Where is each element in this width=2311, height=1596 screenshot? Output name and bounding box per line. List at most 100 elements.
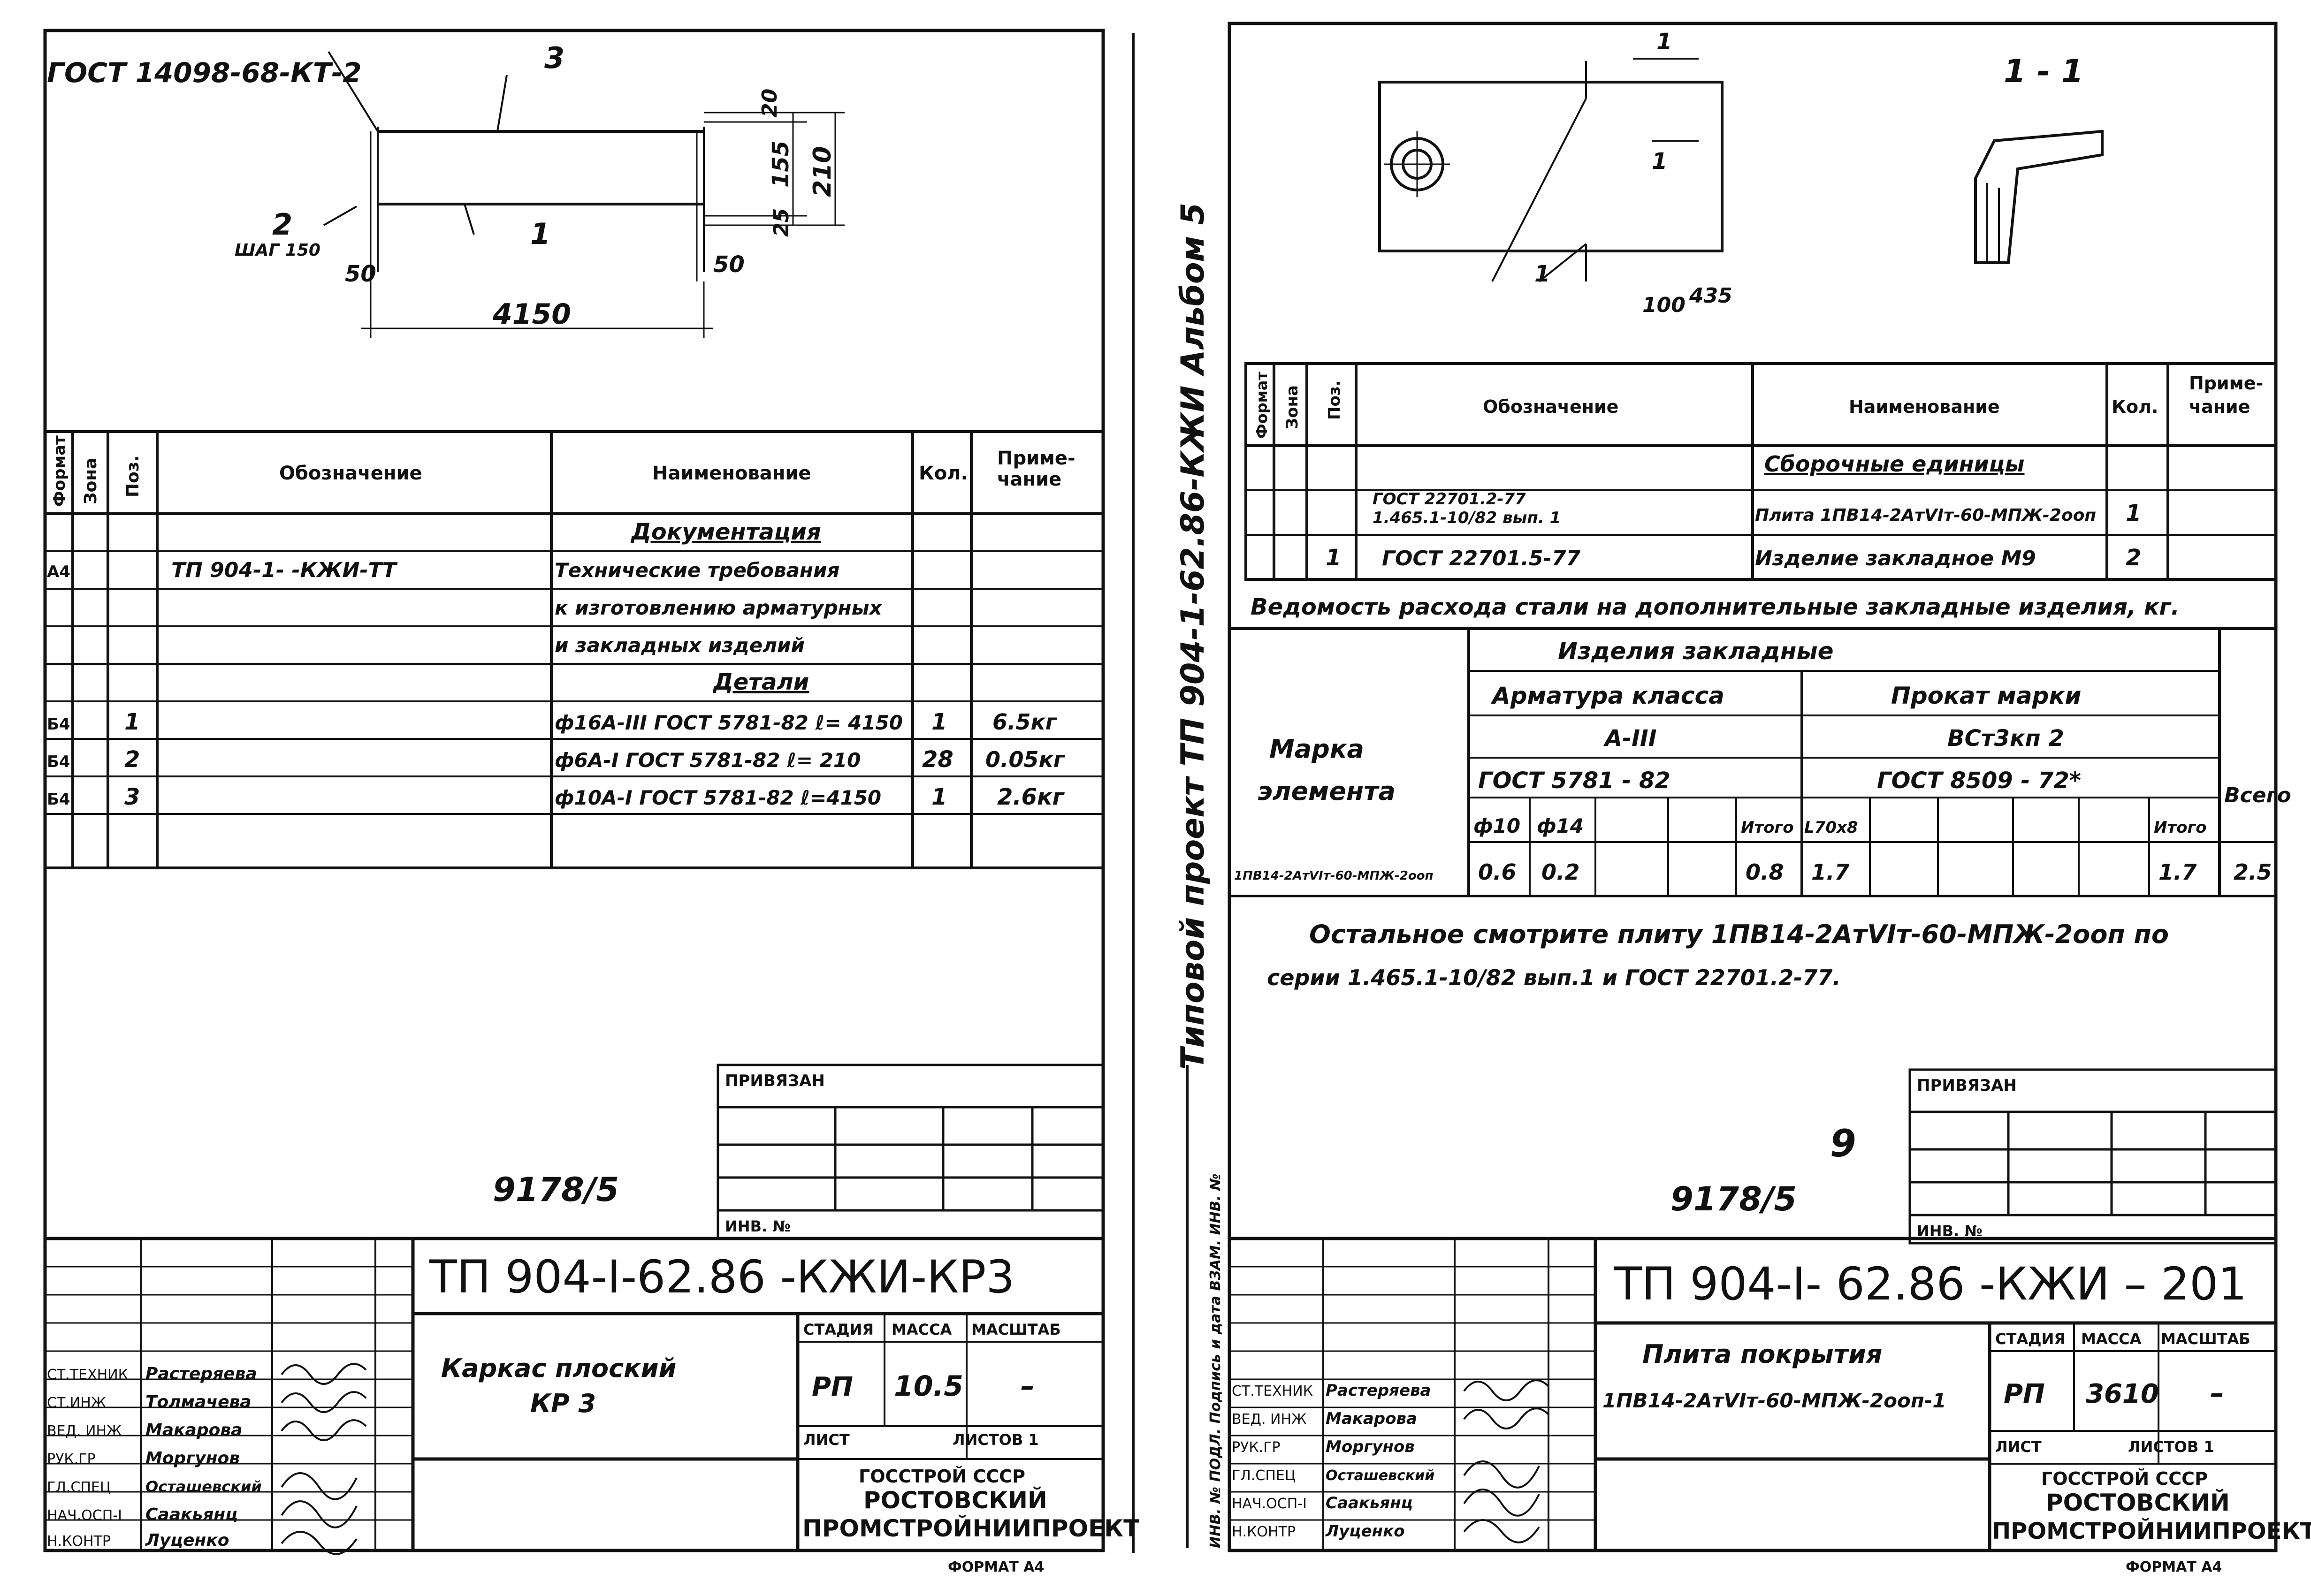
person-role: ГЛ.СПЕЦ — [1232, 1467, 1296, 1484]
right-h-note-1: Приме- — [2189, 373, 2263, 394]
person-role: РУК.ГР — [47, 1451, 96, 1467]
left-mass-h: МАССА — [892, 1321, 952, 1338]
table-cell: 0.05кг — [985, 747, 1066, 772]
table-cell: Технические требования — [555, 559, 839, 582]
right-h-pos: Поз. — [1325, 380, 1344, 420]
left-pos2: 2 — [272, 207, 292, 242]
table-cell: 28 — [922, 746, 953, 773]
table-cell: 2.6кг — [997, 784, 1065, 810]
table-cell: 1.465.1-10/82 вып. 1 — [1373, 509, 1561, 527]
steel-h-rolled: Прокат марки — [1891, 682, 2081, 709]
table-cell: к изготовлению арматурных — [555, 596, 883, 619]
left-name-2: КР 3 — [530, 1389, 596, 1418]
left-sheet-no: 9178/5 — [493, 1170, 619, 1209]
person-name: Макарова — [145, 1421, 242, 1440]
right-mark-1c: 1 — [1534, 261, 1550, 287]
right-privyazan: ПРИВЯЗАН — [1917, 1076, 2017, 1095]
steel-row-mark: 1ПВ14-2АтVIт-60-МПЖ-2ооп — [1234, 869, 1434, 883]
table-cell: ГОСТ 22701.2-77 — [1373, 490, 1526, 509]
right-stage-h: СТАДИЯ — [1995, 1330, 2066, 1348]
table-cell: А4 — [47, 562, 70, 581]
steel-v-total: 2.5 — [2234, 859, 2272, 885]
left-sheets-h: ЛИСТОВ 1 — [953, 1431, 1039, 1449]
left-stage: РП — [812, 1372, 853, 1402]
left-gost-ref: ГОСТ 14098-68-КТ-2 — [47, 57, 362, 89]
steel-v-l70: 1.7 — [1811, 859, 1850, 885]
left-inv: ИНВ. № — [725, 1217, 791, 1235]
left-h-qty: Кол. — [919, 463, 968, 484]
left-h-designation: Обозначение — [279, 463, 422, 484]
right-note-1: Остальное смотрите плиту 1ПВ14-2АтVIт-60… — [1309, 920, 2169, 949]
table-cell: Документация — [630, 519, 821, 545]
person-role: НАЧ.ОСП-I — [47, 1507, 122, 1524]
left-pos1: 1 — [530, 217, 550, 251]
person-role: НАЧ.ОСП-I — [1232, 1496, 1307, 1512]
right-h-zone: Зона — [1283, 385, 1302, 429]
right-people: СТ.ТЕХНИК Растеряева ВЕД. ИНЖ Макарова Р… — [1232, 1381, 1434, 1541]
left-h-pos: Поз. — [123, 456, 143, 497]
right-page-no: 9 — [1830, 1122, 1856, 1165]
right-format: ФОРМАТ А4 — [2126, 1559, 2222, 1575]
person-name: Луценко — [1325, 1522, 1405, 1541]
right-spec-rows: Сборочные единицы ГОСТ 22701.2-77 1.465.… — [1326, 451, 2141, 571]
spine-stamp: ИНВ. № ПОДЛ. Подпись и дата ВЗАМ. ИНВ. № — [1207, 1173, 1224, 1548]
steel-h-items: Изделия закладные — [1558, 638, 1834, 665]
steel-h-gost1: ГОСТ 5781 - 82 — [1478, 768, 1670, 794]
left-scale: – — [1021, 1370, 1035, 1403]
left-org2: РОСТОВСКИЙ — [863, 1486, 1047, 1514]
steel-h-f10: ф10 — [1473, 814, 1520, 837]
steel-h-total: Всего — [2224, 783, 2291, 807]
person-role: СТ.ИНЖ — [47, 1395, 106, 1411]
left-stage-h: СТАДИЯ — [803, 1321, 874, 1338]
table-cell: 1 — [124, 709, 140, 735]
right-dim-435: 435 — [1689, 284, 1732, 308]
left-h-note-1: Приме- — [997, 448, 1075, 469]
right-stage: РП — [2004, 1379, 2045, 1409]
person-name: Моргунов — [1326, 1437, 1415, 1456]
right-mass: 3610 — [2086, 1379, 2159, 1409]
spine-album: Типовой проект ТП 904-1-62.86-КЖИ Альбом… — [1175, 203, 1212, 1070]
person-role: СТ.ТЕХНИК — [47, 1367, 128, 1383]
left-dim-50b: 50 — [713, 251, 745, 278]
right-sheet-h: ЛИСТ — [1995, 1438, 2042, 1456]
left-pos2-step: ШАГ 150 — [235, 241, 320, 260]
left-dim-155: 155 — [768, 141, 794, 188]
table-cell: 1 — [1326, 545, 1341, 571]
table-cell: ф6А-I ГОСТ 5781-82 ℓ= 210 — [555, 749, 861, 772]
right-inv: ИНВ. № — [1917, 1222, 1983, 1240]
right-scale-h: МАСШТАБ — [2161, 1330, 2250, 1348]
steel-h-mark-1: Марка — [1269, 734, 1364, 764]
right-code: ТП 904-I- 62.86 -КЖИ – 201 — [1614, 1258, 2247, 1310]
left-people: СТ.ТЕХНИК Растеряева СТ.ИНЖ Толмачева ВЕ… — [47, 1364, 262, 1550]
table-cell: Б4 — [47, 752, 70, 771]
person-name: Макарова — [1326, 1409, 1417, 1428]
person-name: Растеряева — [1326, 1381, 1431, 1400]
right-plate-drawing — [1378, 58, 2104, 282]
left-privyazan: ПРИВЯЗАН — [725, 1072, 825, 1090]
right-mark-1a: 1 — [1656, 29, 1672, 55]
table-cell: Детали — [712, 669, 809, 695]
steel-v-f10: 0.6 — [1478, 859, 1517, 885]
right-mass-h: МАССА — [2081, 1330, 2142, 1348]
left-org1: ГОССТРОЙ СССР — [859, 1466, 1025, 1487]
person-role: ВЕД. ИНЖ — [1232, 1411, 1306, 1428]
left-dim-50a: 50 — [345, 261, 376, 287]
person-role: ВЕД. ИНЖ — [47, 1423, 122, 1439]
table-cell: Изделие закладное М9 — [1755, 547, 2036, 570]
table-cell: 1 — [931, 784, 947, 810]
left-mass: 10.5 — [894, 1370, 963, 1403]
table-cell: 3 — [124, 784, 140, 810]
table-cell: Б4 — [47, 790, 70, 809]
left-h-format: Формат — [50, 435, 69, 507]
right-h-note-2: чание — [2189, 396, 2250, 417]
person-name: Осташевский — [145, 1478, 262, 1496]
left-pos3: 3 — [544, 41, 564, 75]
steel-title: Ведомость расхода стали на дополнительны… — [1251, 594, 2180, 620]
table-cell: 6.5кг — [992, 709, 1058, 735]
right-h-format: Формат — [1253, 372, 1271, 439]
right-h-designation: Обозначение — [1483, 396, 1618, 417]
table-cell: 1 — [931, 709, 947, 735]
left-format: ФОРМАТ А4 — [948, 1559, 1044, 1575]
person-role: СТ.ТЕХНИК — [1232, 1383, 1313, 1399]
person-name: Саакьянц — [1326, 1494, 1413, 1512]
